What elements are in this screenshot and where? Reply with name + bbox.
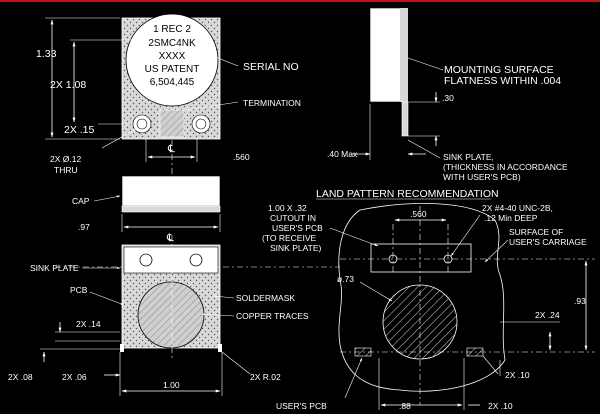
front-view: CAP .97 ℄: [72, 175, 221, 244]
cutout-line-4: (TO RECEIVE: [262, 233, 316, 243]
cutout-line-1: 1.00 X .32: [268, 203, 307, 213]
sink-plate-cutout: [370, 243, 472, 273]
centerline-top: ℄: [167, 143, 175, 155]
window-top-edge: [0, 0, 600, 2]
dim-bottom-pad: 2X .10: [488, 401, 513, 411]
top-view-cap-circle: [125, 13, 219, 107]
thread-line-2: .12 Min DEEP: [484, 213, 538, 223]
label-mounting-1: MOUNTING SURFACE: [444, 64, 554, 76]
side-view-sink-plate: [401, 101, 409, 137]
label-copper-traces: COPPER TRACES: [236, 311, 309, 321]
land-pattern-title: LAND PATTERN RECOMMENDATION: [316, 188, 499, 200]
dim-land-height: .93: [574, 296, 586, 306]
surface-line-2: USER'S CARRIAGE: [509, 237, 587, 247]
part-marking-line-3: XXXX: [159, 51, 186, 62]
part-marking-line-1: 1 REC 2: [153, 24, 191, 35]
dim-hole-dia: 2X Ø.12: [50, 154, 81, 164]
label-sink-1: SINK PLATE,: [443, 152, 494, 162]
dim-land-dia: ø.73: [337, 274, 354, 284]
part-marking-line-2: 2SMC4NK: [148, 38, 196, 49]
dim-lead-inset: 2X .06: [62, 372, 87, 382]
bottom-copper-circle: [137, 281, 205, 349]
dim-front-width: .97: [78, 222, 90, 232]
dim-pad-width: 2X .10: [505, 370, 530, 380]
dim-lead: 2X .08: [8, 372, 33, 382]
label-pcb: PCB: [70, 285, 88, 295]
dim-hole-spacing: 2X 1.08: [50, 79, 86, 91]
dim-top-width: .560: [233, 152, 250, 162]
cutout-line-3: USER'S PCB: [272, 223, 323, 233]
dim-pcb-offset: 2X .14: [76, 319, 101, 329]
label-sink-3: WITH USER'S PCB): [443, 172, 521, 182]
dim-side-thickness: .30: [442, 93, 454, 103]
cutout-line-2: CUTOUT IN: [270, 213, 316, 223]
surface-line-1: SURFACE OF: [509, 227, 563, 237]
label-soldermask: SOLDERMASK: [236, 293, 295, 303]
thread-line-1: 2X #4-40 UNC-2B,: [482, 203, 553, 213]
dim-hole-offset: 2X .15: [64, 124, 95, 136]
bottom-sink-plate: [123, 246, 219, 274]
label-termination: TERMINATION: [243, 98, 301, 108]
dim-total-height: 1.33: [36, 48, 57, 60]
label-serial-no: SERIAL NO: [243, 61, 299, 73]
dim-hole-thru: THRU: [54, 165, 78, 175]
front-view-cap: [121, 175, 221, 207]
bottom-view: SINK PLATE PCB SOLDERMASK COPPER TRACES …: [8, 235, 340, 396]
label-sink-2: (THICKNESS IN ACCORDANCE: [443, 162, 568, 172]
label-sink-plate: SINK PLATE: [30, 263, 79, 273]
cutout-line-5: SINK PLATE): [270, 243, 321, 253]
dim-land-spacing: .560: [410, 209, 427, 219]
label-cap: CAP: [72, 196, 90, 206]
part-marking-line-4: US PATENT: [145, 64, 200, 75]
dim-radius: 2X R.02: [250, 372, 281, 382]
dim-bottom-width: 1.00: [163, 380, 180, 390]
dim-land-bottom-width: .88: [399, 401, 411, 411]
part-marking-line-5: 6,504,445: [150, 77, 195, 88]
label-users-pcb: USER'S PCB: [276, 401, 327, 411]
termination-pad: [159, 109, 185, 138]
dim-pad-offset: 2X .24: [535, 310, 560, 320]
centerline-front: ℄: [166, 232, 174, 244]
users-carriage-outline: [338, 203, 506, 392]
land-pattern: LAND PATTERN RECOMMENDATION .560 1.00 X …: [262, 188, 595, 411]
side-view: MOUNTING SURFACE FLATNESS WITHIN .004 .3…: [327, 7, 568, 182]
top-view: 1 REC 2 2SMC4NK XXXX US PATENT 6,504,445…: [36, 13, 301, 176]
label-mounting-2: FLATNESS WITHIN .004: [444, 75, 561, 87]
dim-sink-max: .40 Max: [327, 149, 358, 159]
